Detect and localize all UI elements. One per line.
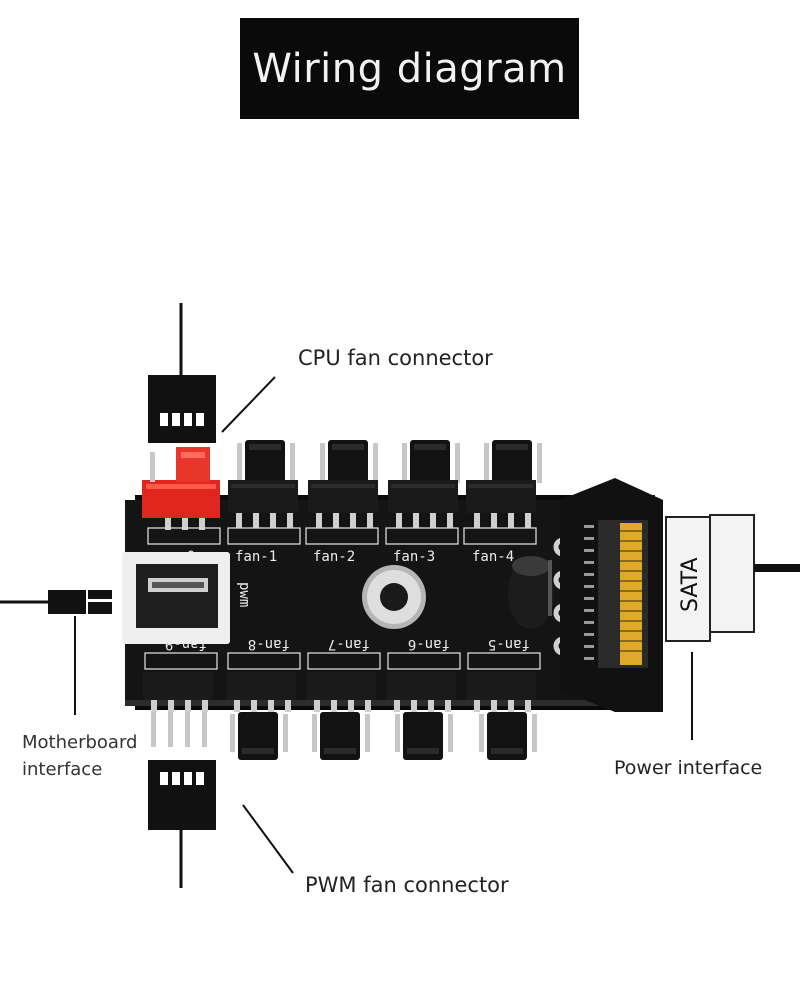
fan-8-connector (230, 712, 288, 760)
fan-9-pins (151, 712, 207, 747)
cpu-pointer-line (221, 376, 276, 433)
motherboard-socket (122, 552, 230, 644)
motherboard-interface-line2: interface (22, 759, 103, 780)
cpu-header (142, 447, 220, 530)
power-interface-label: Power interface (614, 757, 763, 779)
sata-label: SATA (678, 558, 703, 613)
pwm-fan-connector-label: PWM fan connector (305, 873, 509, 897)
fan-3-connector (402, 440, 460, 485)
sata-board-connector (560, 478, 663, 712)
fan-6-connector (395, 712, 453, 760)
cpu-fan-connector-label: CPU fan connector (298, 346, 493, 370)
capacitor (508, 556, 554, 629)
fan-5-connector (479, 712, 537, 760)
fan-1-connector (237, 440, 295, 485)
silk-fan6: fan-6 (408, 636, 450, 652)
silk-fan5: fan-5 (488, 636, 530, 652)
bottom-pad-outlines (144, 652, 541, 670)
fan-7-connector (312, 712, 370, 760)
fan-4-connector (484, 440, 542, 485)
sata-cable-plug: SATA (665, 514, 800, 740)
silk-fan9: fan-9 (165, 636, 207, 652)
cpu-fan-plug (148, 303, 216, 443)
motherboard-plug (0, 590, 112, 715)
fan-2-connector (320, 440, 378, 485)
motherboard-interface-line1: Motherboard (22, 732, 138, 753)
mounting-washer (362, 565, 426, 629)
silk-fan8: fan-8 (248, 636, 290, 652)
silk-fan4: fan-4 (472, 549, 514, 565)
board-edge (125, 700, 645, 706)
top-pad-outlines (147, 527, 537, 545)
silk-fan1: fan-1 (235, 549, 277, 565)
silk-pwm: pwm (236, 582, 252, 607)
title-banner: Wiring diagram (240, 18, 579, 119)
silk-fan3: fan-3 (393, 549, 435, 565)
pwm-pointer-line (242, 804, 294, 874)
silk-fan2: fan-2 (313, 549, 355, 565)
silk-fan7: fan-7 (328, 636, 370, 652)
motherboard-interface-label: Motherboard interface (22, 729, 137, 783)
pwm-fan-plug (148, 760, 216, 888)
diagram-title: Wiring diagram (252, 45, 567, 92)
